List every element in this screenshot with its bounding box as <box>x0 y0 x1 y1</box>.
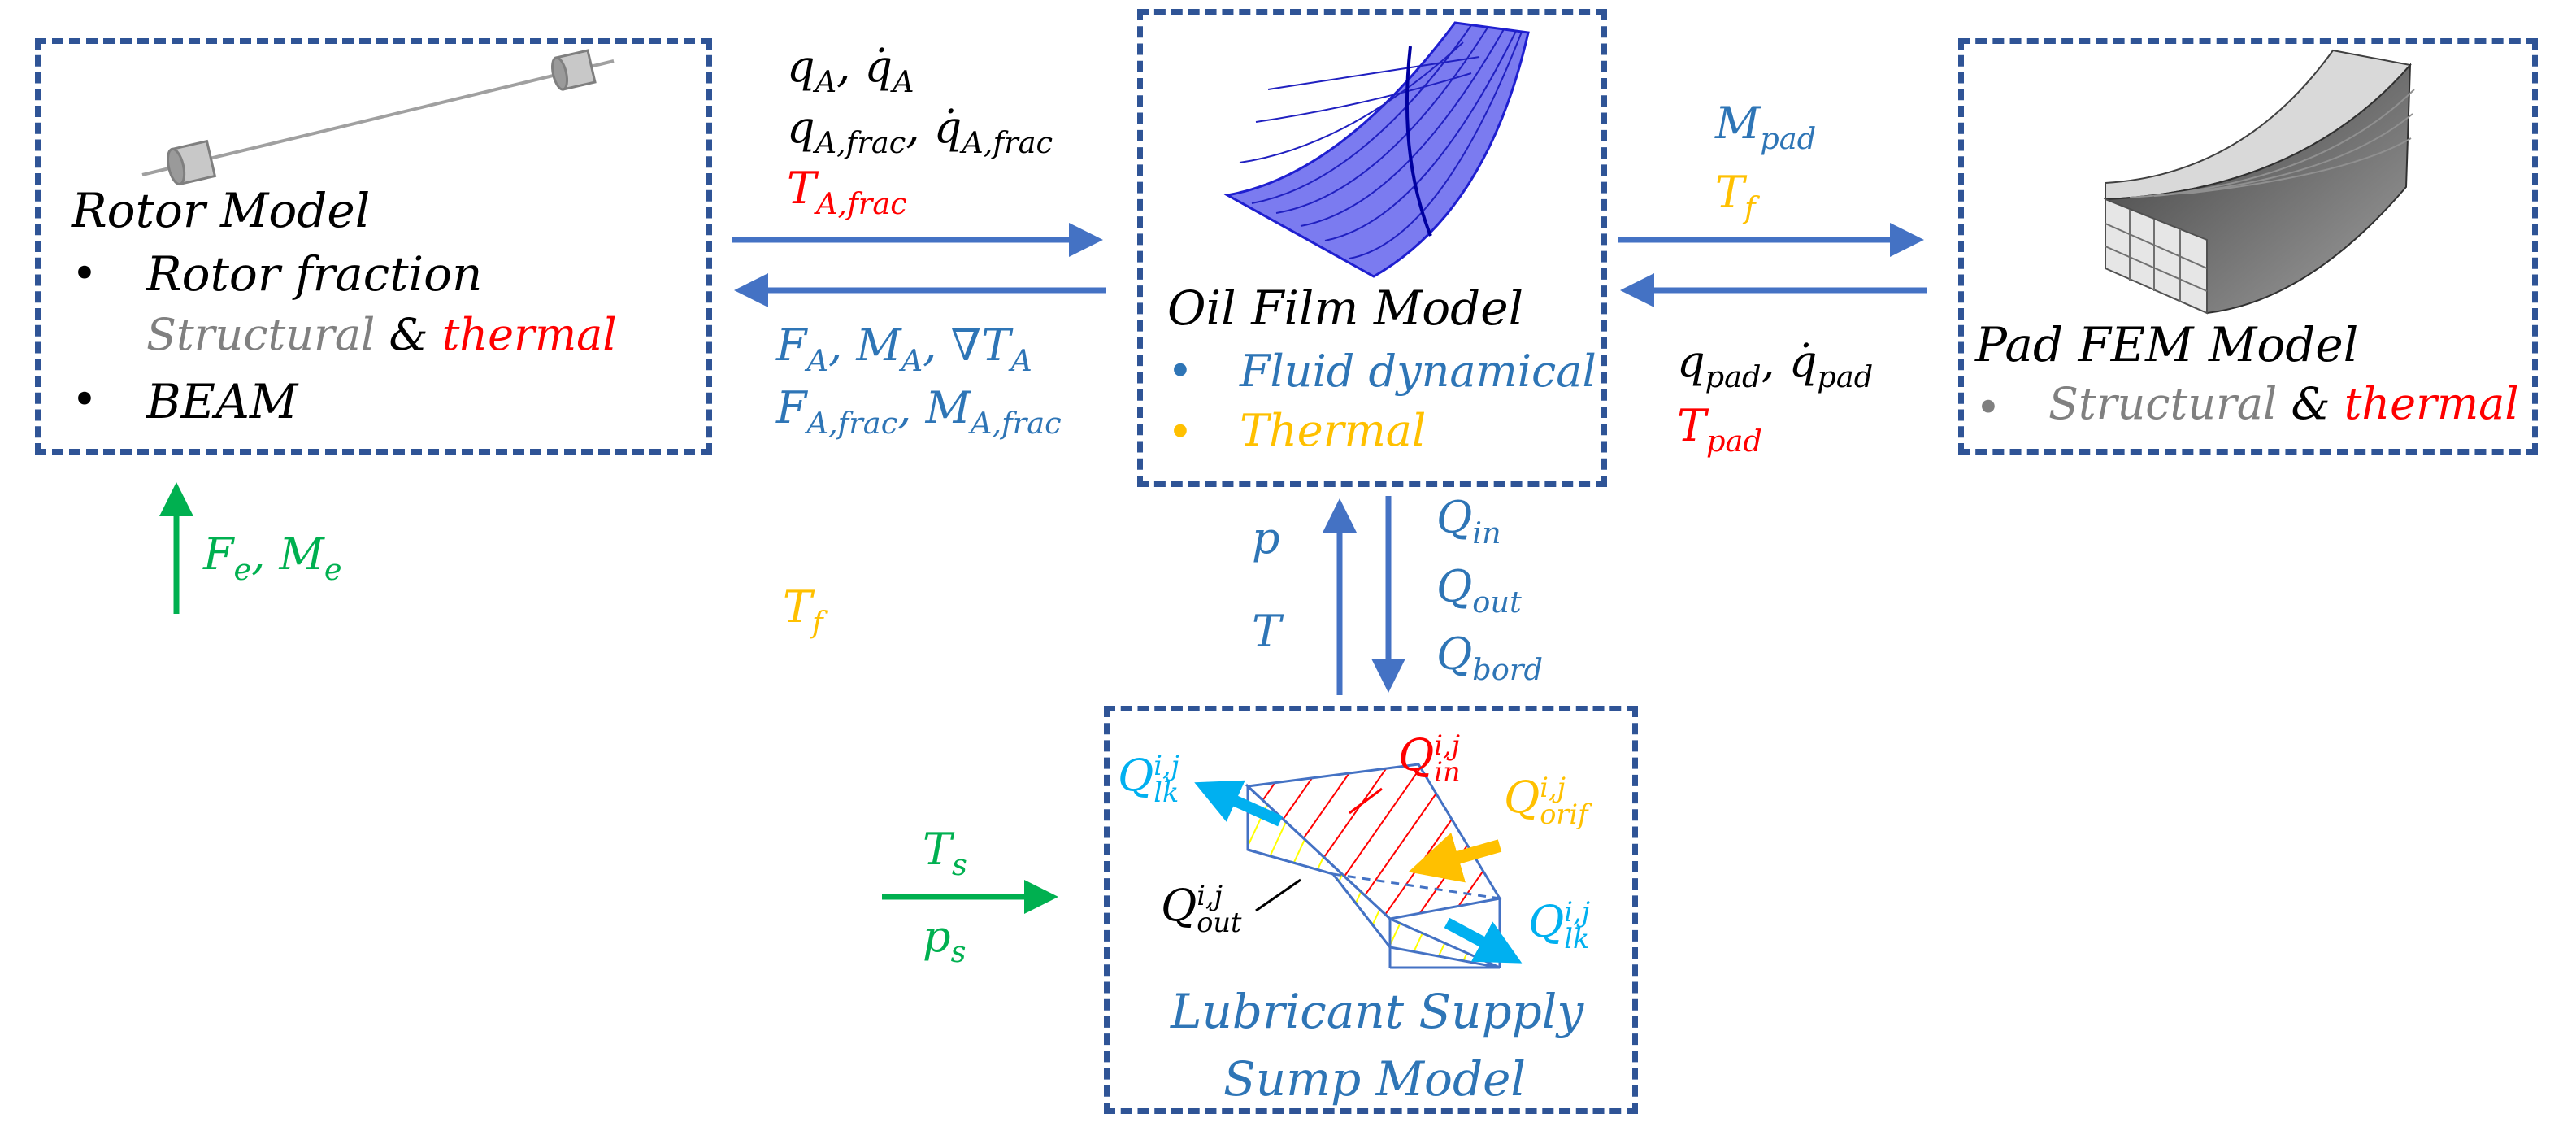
signal-Ts: Ts <box>923 824 967 882</box>
signal-Qin: Qin <box>1436 492 1501 550</box>
sump-illustration <box>1194 763 1523 969</box>
rotor-beam-label: BEAM <box>146 374 298 429</box>
pad-fem-model-title: Pad FEM Model <box>1975 317 2359 372</box>
oil-film-model-title: Oil Film Model <box>1167 281 1524 336</box>
oil-film-illustration <box>1223 21 1530 278</box>
rotor-bullet-2: • <box>72 374 98 425</box>
signal-Tf-free: Tf <box>783 581 823 640</box>
pad-thermal-label: thermal <box>2344 378 2519 429</box>
pad-structural-label: Structural <box>2048 378 2278 429</box>
rotor-structural-thermal: Structural & thermal <box>146 313 617 357</box>
signal-Qbord: Qbord <box>1436 629 1543 687</box>
signal-FAfrac-MAfrac: FA,frac, MA,frac <box>776 382 1062 441</box>
pad-bullet: • <box>1975 382 2001 433</box>
signal-qA: qA, q̇A <box>787 41 914 99</box>
oil-bullet-1: • <box>1167 346 1193 397</box>
oil-film-model-box <box>1137 9 1607 487</box>
oil-bullet-2: • <box>1167 407 1193 458</box>
rotor-bullet-1: • <box>72 248 98 299</box>
signal-Qout: Qout <box>1436 561 1522 620</box>
thermal-label: Thermal <box>1240 405 1427 456</box>
fluid-dynamical-label: Fluid dynamical <box>1240 346 1596 397</box>
signal-Fe-Me: Fe, Me <box>203 529 342 587</box>
signal-p: p <box>1252 512 1280 563</box>
rotor-thermal-label: thermal <box>441 309 617 360</box>
rotor-model-title: Rotor Model <box>72 183 371 238</box>
signal-Mpad: Mpad <box>1715 98 1817 156</box>
pad-illustration <box>2103 49 2415 315</box>
signal-Tf-pad: Tf <box>1715 167 1756 225</box>
rotor-amp-label: & <box>375 309 442 360</box>
signal-Tpad: Tpad <box>1677 400 1762 459</box>
sump-title-line1: Lubricant Supply <box>1171 984 1584 1039</box>
pad-amp-label: & <box>2277 378 2344 429</box>
sump-title-line2: Sump Model <box>1223 1051 1526 1107</box>
signal-T: T <box>1252 606 1282 657</box>
pad-fem-model-box <box>1958 38 2538 455</box>
signal-qAfrac: qA,frac, q̇A,frac <box>787 102 1053 160</box>
rotor-fraction-label: Rotor fraction <box>146 246 483 302</box>
signal-qpad: qpad, q̇pad <box>1677 336 1874 394</box>
rotor-model-box <box>35 38 712 455</box>
signal-TAfrac: TA,frac <box>787 163 907 221</box>
sump-model-box <box>1104 706 1638 1114</box>
rotor-illustration <box>141 49 615 186</box>
signal-FA-MA: FA, MA, ∇TA <box>776 320 1032 378</box>
signal-ps: ps <box>923 911 967 969</box>
pad-structural-thermal: Structural & thermal <box>2048 382 2519 426</box>
rotor-structural-label: Structural <box>146 309 376 360</box>
